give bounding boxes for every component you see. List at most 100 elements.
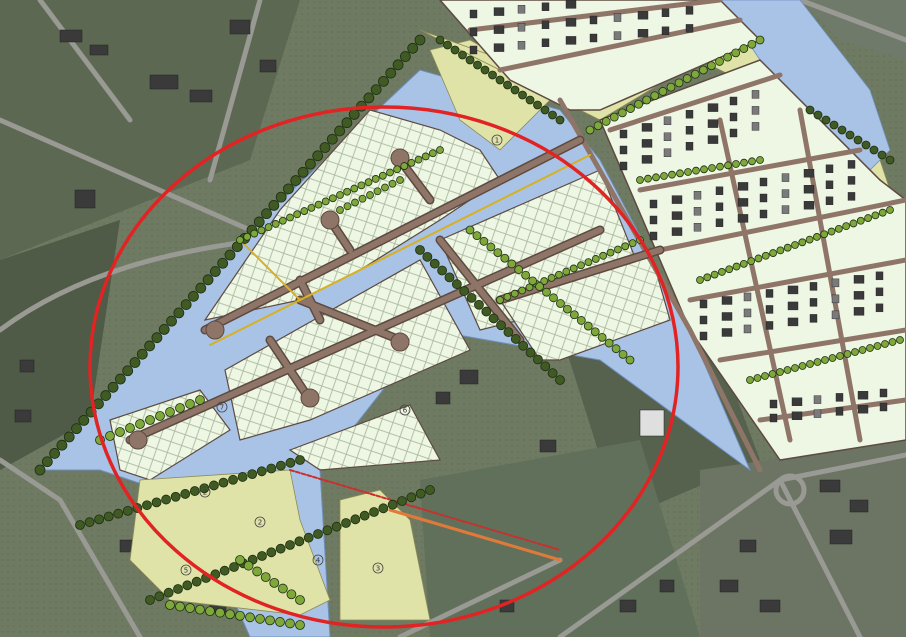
tree bbox=[834, 224, 843, 233]
tree bbox=[813, 358, 822, 366]
tree bbox=[886, 206, 894, 214]
tree bbox=[286, 589, 297, 600]
house bbox=[879, 388, 888, 398]
house bbox=[641, 123, 653, 132]
house bbox=[787, 285, 799, 295]
tree bbox=[406, 492, 417, 503]
tree bbox=[115, 427, 125, 437]
zone-label: 2 bbox=[258, 519, 262, 527]
tree bbox=[658, 87, 668, 96]
tree bbox=[540, 361, 551, 372]
house bbox=[781, 205, 790, 214]
house bbox=[663, 148, 672, 158]
house bbox=[803, 200, 815, 210]
tree bbox=[336, 191, 344, 199]
tree bbox=[151, 332, 163, 344]
house bbox=[743, 308, 752, 318]
tree bbox=[343, 202, 352, 211]
tree bbox=[666, 82, 676, 92]
tree bbox=[748, 157, 756, 166]
tree bbox=[369, 507, 379, 517]
tree bbox=[224, 249, 236, 261]
tree bbox=[381, 183, 389, 192]
tree bbox=[518, 286, 527, 295]
tree bbox=[547, 273, 556, 282]
tree bbox=[525, 95, 535, 105]
tree bbox=[443, 40, 452, 50]
house bbox=[803, 168, 815, 178]
tree bbox=[584, 258, 593, 267]
tree bbox=[625, 355, 635, 365]
tree bbox=[229, 562, 239, 572]
house bbox=[751, 106, 760, 115]
tree bbox=[100, 390, 112, 401]
tree bbox=[739, 44, 749, 53]
zone-marker-zone-6: 6 bbox=[399, 404, 411, 416]
house bbox=[729, 96, 738, 106]
tree bbox=[415, 488, 426, 499]
house bbox=[825, 180, 834, 190]
house bbox=[737, 182, 749, 191]
tree bbox=[881, 340, 889, 348]
tree bbox=[837, 125, 847, 135]
house bbox=[493, 25, 505, 34]
tree bbox=[261, 208, 272, 220]
tree bbox=[465, 225, 475, 235]
house bbox=[831, 294, 840, 304]
tree bbox=[393, 165, 402, 174]
tree bbox=[407, 158, 416, 167]
house bbox=[715, 218, 724, 228]
tree bbox=[869, 145, 879, 155]
house bbox=[787, 317, 799, 327]
tree bbox=[312, 150, 324, 162]
tree bbox=[791, 241, 799, 249]
tree bbox=[304, 158, 316, 170]
tree bbox=[378, 171, 387, 180]
tree bbox=[877, 150, 887, 160]
tree bbox=[422, 251, 433, 262]
house bbox=[743, 292, 752, 302]
tree bbox=[562, 267, 571, 276]
tree bbox=[300, 207, 309, 215]
tree bbox=[286, 213, 294, 222]
tree bbox=[873, 342, 882, 350]
house bbox=[619, 161, 628, 171]
house bbox=[699, 315, 708, 325]
tree bbox=[189, 486, 200, 496]
house bbox=[493, 7, 505, 16]
tree bbox=[215, 607, 225, 618]
house bbox=[469, 27, 478, 37]
tree bbox=[63, 431, 75, 443]
tree bbox=[103, 511, 114, 522]
tree bbox=[458, 50, 467, 60]
tree bbox=[585, 125, 595, 135]
tree bbox=[71, 423, 82, 435]
tree bbox=[723, 52, 733, 62]
tree bbox=[341, 117, 353, 129]
tree bbox=[700, 165, 708, 174]
tree bbox=[175, 601, 185, 612]
zone-marker-ring bbox=[491, 134, 503, 146]
tree bbox=[813, 233, 821, 241]
tree bbox=[255, 613, 265, 624]
house bbox=[589, 33, 598, 43]
zone-marker-zone-4: 4 bbox=[312, 554, 324, 566]
tree bbox=[415, 245, 425, 255]
tree bbox=[343, 187, 352, 196]
tree bbox=[180, 299, 192, 311]
tree bbox=[698, 65, 708, 75]
house bbox=[759, 177, 768, 187]
tree bbox=[257, 551, 267, 561]
tree bbox=[542, 287, 551, 297]
tree bbox=[488, 70, 497, 80]
tree bbox=[601, 117, 611, 126]
tree bbox=[577, 261, 585, 270]
tree bbox=[486, 242, 496, 252]
house bbox=[759, 193, 768, 203]
house bbox=[721, 328, 733, 337]
tree bbox=[268, 199, 280, 211]
tree bbox=[387, 499, 398, 510]
